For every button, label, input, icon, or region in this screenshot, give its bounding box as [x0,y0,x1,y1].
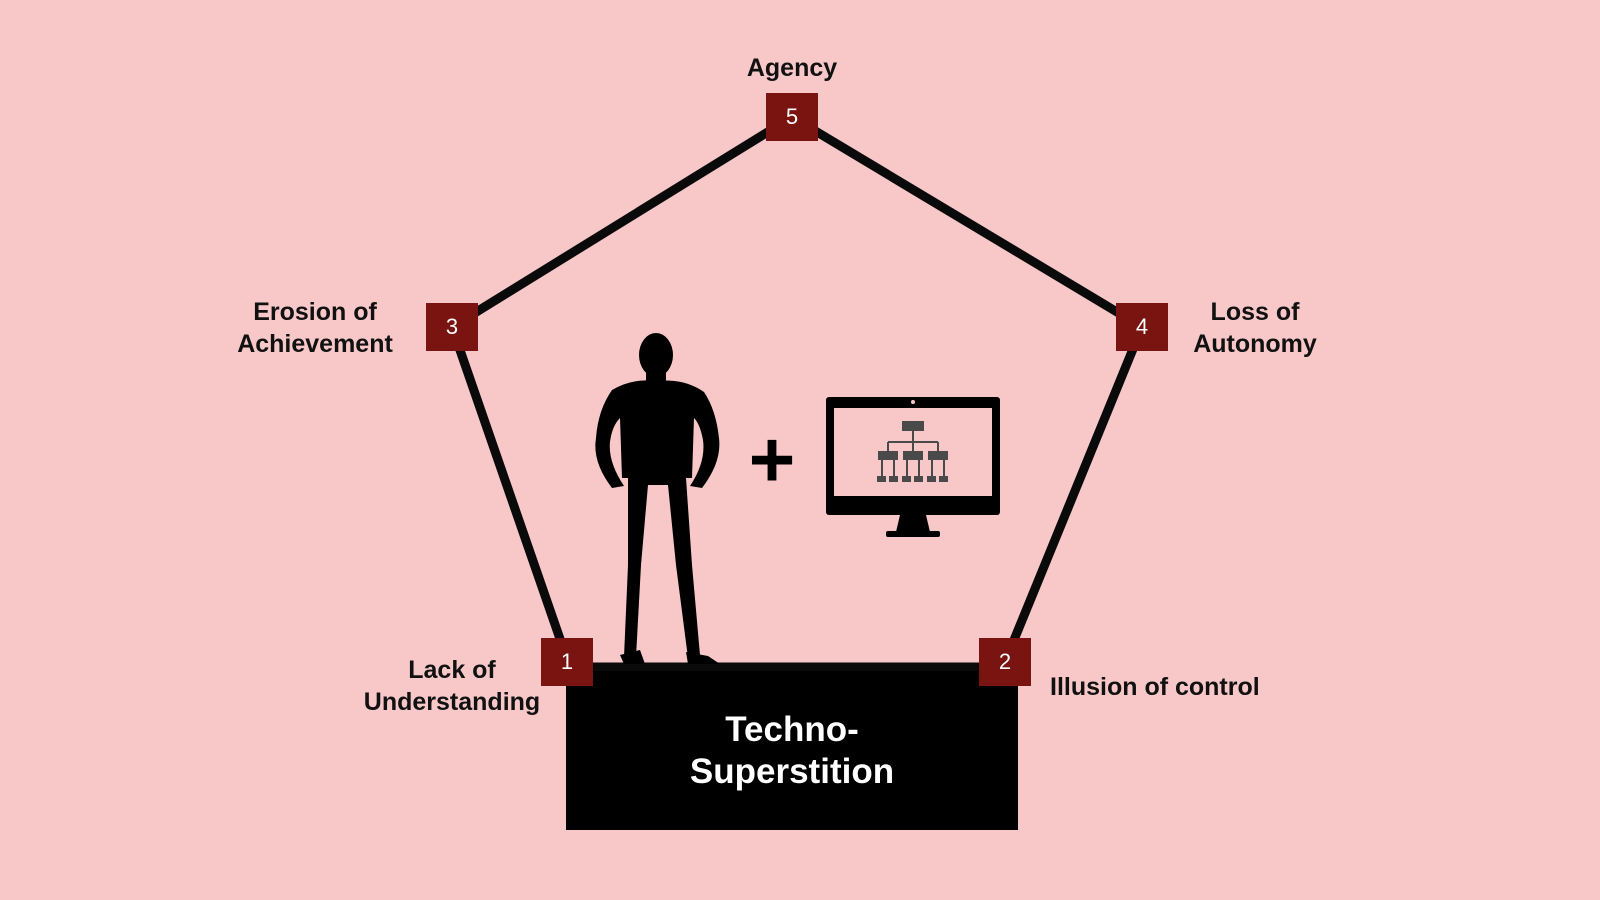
label-lack-of-understanding: Lack of Understanding [352,654,552,718]
node-5: 5 [766,93,818,141]
base-title-line-2: Superstition [689,751,895,791]
human-plus-computer-group: + [595,333,1000,664]
node-1: 1 [541,638,593,686]
label-loss-of-autonomy: Loss of Autonomy [1180,296,1330,360]
monitor-org-chart-icon [826,397,1000,537]
edge-2-4 [1000,325,1147,664]
node-4-number: 4 [1135,314,1149,339]
node-2: 2 [979,638,1031,686]
node-1-number: 1 [560,649,574,674]
label-erosion-of-achievement: Erosion of Achievement [222,296,408,360]
edge-5-3 [449,113,795,331]
label-3-line-2: Achievement [237,330,393,358]
label-2-line-1: Illusion of control [1050,673,1260,701]
label-1-line-1: Lack of [408,656,496,684]
plus-sign: + [749,415,796,504]
node-3: 3 [426,303,478,351]
edge-3-1 [447,325,573,664]
node-5-number: 5 [785,104,799,129]
label-illusion-of-control: Illusion of control [1050,671,1310,703]
person-silhouette-icon [595,333,720,664]
node-4: 4 [1116,303,1168,351]
node-2-number: 2 [998,649,1012,674]
techno-superstition-block: Techno- Superstition [566,671,1018,830]
label-4-line-2: Autonomy [1193,330,1317,358]
label-3-line-1: Erosion of [253,298,377,326]
edge-4-5 [789,113,1145,331]
label-1-line-2: Understanding [363,688,541,716]
label-4-line-1: Loss of [1210,298,1300,326]
label-agency: Agency [722,52,862,84]
node-3-number: 3 [445,314,459,339]
base-title-line-1: Techno- [725,709,859,749]
label-5-line-1: Agency [746,54,838,82]
